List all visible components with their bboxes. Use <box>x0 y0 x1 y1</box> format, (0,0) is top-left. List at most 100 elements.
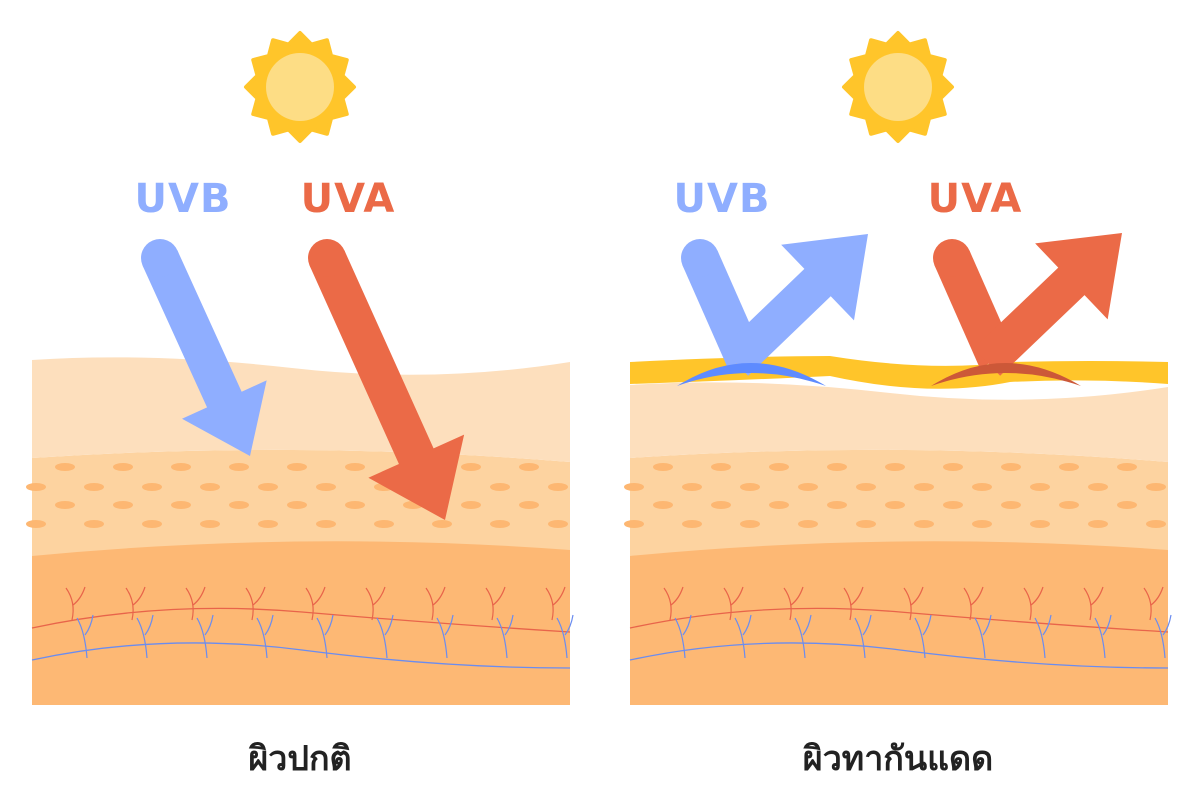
cell-dot <box>229 501 249 509</box>
capillary-blue <box>1094 614 1112 659</box>
cell-dot <box>548 483 568 491</box>
cell-dot <box>142 483 162 491</box>
cell-dot <box>624 520 644 528</box>
capillary-blue <box>496 614 514 659</box>
uva-deflection-arc <box>931 363 1081 386</box>
capillary-blue <box>1034 614 1052 659</box>
cell-dot <box>142 520 162 528</box>
cell-dot <box>113 463 133 471</box>
caption-sunscreen-skin: ผิวทากันแดด <box>803 739 994 779</box>
caption-normal-skin: ผิวปกติ <box>248 739 351 779</box>
cell-dot <box>26 483 46 491</box>
uva-label-left: UVA <box>301 176 396 222</box>
cell-dot <box>914 483 934 491</box>
cell-dot <box>1030 483 1050 491</box>
cell-dot <box>827 463 847 471</box>
uvb-arrow-cap <box>141 239 179 277</box>
cell-dot <box>1059 463 1079 471</box>
capillary-blue <box>256 614 274 659</box>
cell-dot <box>1030 520 1050 528</box>
hypodermis-layer <box>630 540 1168 705</box>
cell-dot <box>1088 520 1108 528</box>
cell-dot <box>171 463 191 471</box>
capillary-red <box>485 586 506 621</box>
cell-dot <box>84 520 104 528</box>
capillary-red <box>843 586 864 621</box>
uva-arrow-cap <box>308 239 346 277</box>
cell-dot <box>316 520 336 528</box>
cell-dot <box>856 483 876 491</box>
capillary-red <box>305 586 326 621</box>
cell-dot <box>653 463 673 471</box>
cell-dot <box>374 520 394 528</box>
cell-dot <box>769 463 789 471</box>
cell-dot <box>55 463 75 471</box>
cell-dot <box>548 520 568 528</box>
cell-dot <box>113 501 133 509</box>
capillary-red <box>1083 586 1104 621</box>
blood-vessel-blue <box>31 642 571 669</box>
cell-dot <box>653 501 673 509</box>
capillary-red <box>365 586 386 621</box>
capillary-red <box>65 586 86 621</box>
cell-dot <box>490 520 510 528</box>
uvb-incoming-arrow-cap <box>681 239 719 277</box>
cell-dot <box>432 520 452 528</box>
cell-dot <box>943 501 963 509</box>
uva-reflected-arrow <box>973 233 1122 376</box>
capillary-blue <box>316 614 334 659</box>
capillary-blue <box>376 614 394 659</box>
cell-dot <box>258 520 278 528</box>
cell-dot <box>885 463 905 471</box>
cell-dot <box>84 483 104 491</box>
epidermis-layer <box>630 382 1168 462</box>
uva-label-right: UVA <box>928 176 1023 222</box>
cell-dot <box>1146 520 1166 528</box>
cell-dot <box>885 501 905 509</box>
cell-dot <box>682 483 702 491</box>
cell-dot <box>287 501 307 509</box>
uvb-label-right: UVB <box>674 176 771 222</box>
cell-dot <box>345 501 365 509</box>
cell-dot <box>200 483 220 491</box>
blood-vessel-red <box>31 607 571 633</box>
cell-dot <box>490 483 510 491</box>
sun-core <box>864 53 932 121</box>
capillary-red <box>545 586 566 621</box>
cell-dot <box>624 483 644 491</box>
cell-dot <box>316 483 336 491</box>
capillary-red <box>245 586 266 621</box>
capillary-blue <box>854 614 872 659</box>
capillary-red <box>125 586 146 621</box>
capillary-blue <box>1154 614 1172 659</box>
cell-dot <box>287 463 307 471</box>
cell-dot <box>972 483 992 491</box>
capillary-red <box>1143 586 1164 621</box>
capillary-blue <box>674 614 692 659</box>
uvb-reflected-arrow <box>721 234 868 376</box>
cell-dot <box>682 520 702 528</box>
cell-dot <box>519 463 539 471</box>
cell-dot <box>972 520 992 528</box>
cell-dot <box>856 520 876 528</box>
cell-dot <box>798 520 818 528</box>
cell-dot <box>798 483 818 491</box>
hypodermis-layer <box>32 540 570 705</box>
panel-sunscreen-skin <box>624 31 1172 705</box>
capillary-blue <box>556 614 574 659</box>
cell-dot <box>1117 463 1137 471</box>
cell-dot <box>171 501 191 509</box>
cell-dot <box>1001 501 1021 509</box>
cell-dot <box>711 463 731 471</box>
sun-core <box>266 53 334 121</box>
cell-dot <box>55 501 75 509</box>
capillary-blue <box>436 614 454 659</box>
cell-dot <box>1001 463 1021 471</box>
cell-dot <box>914 520 934 528</box>
cell-dot <box>229 463 249 471</box>
capillary-red <box>1023 586 1044 621</box>
cell-dot <box>26 520 46 528</box>
uvb-arrow <box>142 250 267 456</box>
cell-dot <box>200 520 220 528</box>
